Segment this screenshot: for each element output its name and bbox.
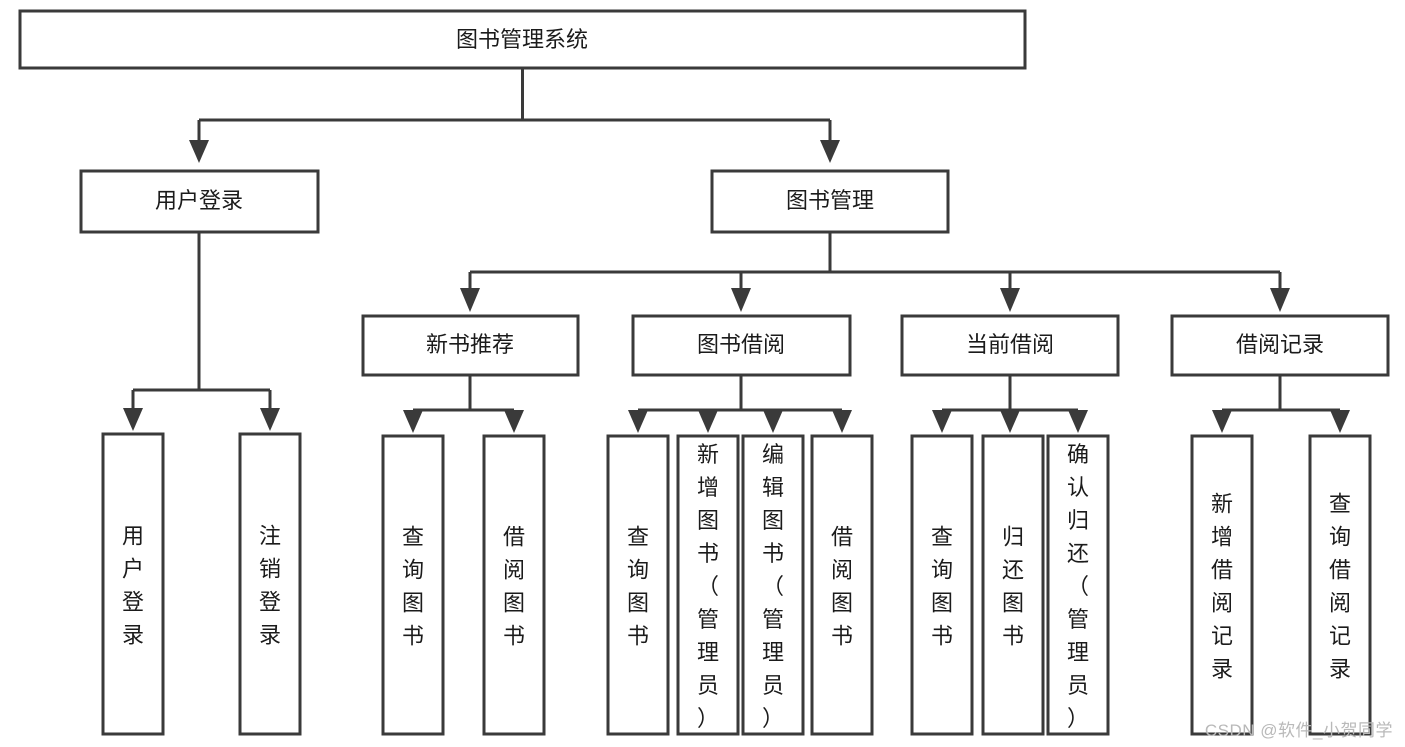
leaf-bookborrow-borrow[interactable]: 借阅图书 xyxy=(810,434,874,736)
leaf-borrowrecord-query[interactable]: 查询借阅记录 xyxy=(1308,434,1372,736)
leaf-currentborrow-return-box[interactable] xyxy=(981,434,1045,736)
node-new-book-recommend-label: 新书推荐 xyxy=(426,332,514,357)
leaf-bookborrow-add[interactable]: 新增图书（管理员） xyxy=(676,434,740,736)
leaf-currentborrow-confirm-label: 确认归还（管理员） xyxy=(1067,442,1089,731)
leaf-bookborrow-query-label: 查询图书 xyxy=(627,525,649,649)
leaf-borrowrecord-query-box[interactable] xyxy=(1308,434,1372,736)
node-user-login[interactable]: 用户登录 xyxy=(79,169,320,234)
node-current-borrow[interactable]: 当前借阅 xyxy=(900,314,1120,377)
node-root-box[interactable] xyxy=(18,9,1027,70)
node-new-book-recommend-box[interactable] xyxy=(361,314,580,377)
connector-layer xyxy=(123,68,1350,433)
node-borrow-record[interactable]: 借阅记录 xyxy=(1170,314,1390,377)
leaf-bookborrow-edit-box[interactable] xyxy=(741,434,805,736)
leaf-newbook-query-box[interactable] xyxy=(381,434,445,736)
node-book-borrow[interactable]: 图书借阅 xyxy=(631,314,852,377)
leaf-newbook-borrow-box[interactable] xyxy=(482,434,546,736)
leaf-newbook-query-label: 查询图书 xyxy=(402,525,424,649)
leaf-user-login-label: 用户登录 xyxy=(122,524,144,648)
leaf-bookborrow-add-label: 新增图书（管理员） xyxy=(697,442,719,731)
arrow-head-icon xyxy=(403,410,423,433)
arrow-head-icon xyxy=(698,410,718,433)
arrow-head-icon xyxy=(504,410,524,433)
leaf-newbook-borrow[interactable]: 借阅图书 xyxy=(482,434,546,736)
leaf-newbook-borrow-label: 借阅图书 xyxy=(503,525,525,649)
leaf-currentborrow-query[interactable]: 查询图书 xyxy=(910,434,974,736)
arrow-head-icon xyxy=(628,410,648,433)
arrow-head-icon xyxy=(932,410,952,433)
leaf-bookborrow-borrow-label: 借阅图书 xyxy=(831,525,853,649)
leaf-bookborrow-borrow-box[interactable] xyxy=(810,434,874,736)
node-book-borrow-box[interactable] xyxy=(631,314,852,377)
leaf-currentborrow-return[interactable]: 归还图书 xyxy=(981,434,1045,736)
node-book-borrow-label: 图书借阅 xyxy=(697,332,785,357)
leaf-logout-box[interactable] xyxy=(238,432,302,736)
node-root[interactable]: 图书管理系统 xyxy=(18,9,1027,70)
arrow-head-icon xyxy=(1212,410,1232,433)
arrow-head-icon xyxy=(123,408,143,431)
leaf-bookborrow-edit[interactable]: 编辑图书（管理员） xyxy=(741,434,805,736)
node-new-book-recommend[interactable]: 新书推荐 xyxy=(361,314,580,377)
leaf-borrowrecord-add[interactable]: 新增借阅记录 xyxy=(1190,434,1254,736)
leaf-logout-label: 注销登录 xyxy=(259,524,281,648)
leaf-logout[interactable]: 注销登录 xyxy=(238,432,302,736)
leaf-bookborrow-add-box[interactable] xyxy=(676,434,740,736)
arrow-head-icon xyxy=(820,140,840,163)
leaf-borrowrecord-add-label: 新增借阅记录 xyxy=(1211,492,1233,682)
leaf-currentborrow-confirm-box[interactable] xyxy=(1046,434,1110,736)
leaf-bookborrow-edit-label: 编辑图书（管理员） xyxy=(762,442,784,731)
node-borrow-record-label: 借阅记录 xyxy=(1236,332,1324,357)
leaf-borrowrecord-query-label: 查询借阅记录 xyxy=(1329,492,1351,682)
node-book-manage-box[interactable] xyxy=(710,169,950,234)
node-user-login-label: 用户登录 xyxy=(155,188,243,213)
node-user-login-box[interactable] xyxy=(79,169,320,234)
leaf-user-login-box[interactable] xyxy=(101,432,165,736)
leaf-user-login[interactable]: 用户登录 xyxy=(101,432,165,736)
leaf-newbook-query[interactable]: 查询图书 xyxy=(381,434,445,736)
leaf-currentborrow-return-label: 归还图书 xyxy=(1002,525,1024,649)
arrow-head-icon xyxy=(1000,288,1020,312)
leaf-bookborrow-query-box[interactable] xyxy=(606,434,670,736)
arrow-head-icon xyxy=(1330,410,1350,433)
leaf-currentborrow-query-label: 查询图书 xyxy=(931,525,953,649)
arrow-head-icon xyxy=(1068,410,1088,433)
csdn-watermark: CSDN @软件_小贺同学 xyxy=(1204,721,1393,740)
leaf-currentborrow-confirm[interactable]: 确认归还（管理员） xyxy=(1046,434,1110,736)
arrow-head-icon xyxy=(189,140,209,163)
node-root-label: 图书管理系统 xyxy=(456,27,588,52)
arrow-head-icon xyxy=(1270,288,1290,312)
node-current-borrow-label: 当前借阅 xyxy=(966,332,1054,357)
arrow-head-icon xyxy=(260,408,280,431)
arrow-head-icon xyxy=(731,288,751,312)
arrow-head-icon xyxy=(1000,410,1020,433)
node-borrow-record-box[interactable] xyxy=(1170,314,1390,377)
node-book-manage-label: 图书管理 xyxy=(786,188,874,213)
arrow-head-icon xyxy=(763,410,783,433)
node-current-borrow-box[interactable] xyxy=(900,314,1120,377)
leaf-bookborrow-query[interactable]: 查询图书 xyxy=(606,434,670,736)
leaf-borrowrecord-add-box[interactable] xyxy=(1190,434,1254,736)
arrow-head-icon xyxy=(832,410,852,433)
leaf-currentborrow-query-box[interactable] xyxy=(910,434,974,736)
arrow-head-icon xyxy=(460,288,480,312)
node-book-manage[interactable]: 图书管理 xyxy=(710,169,950,234)
